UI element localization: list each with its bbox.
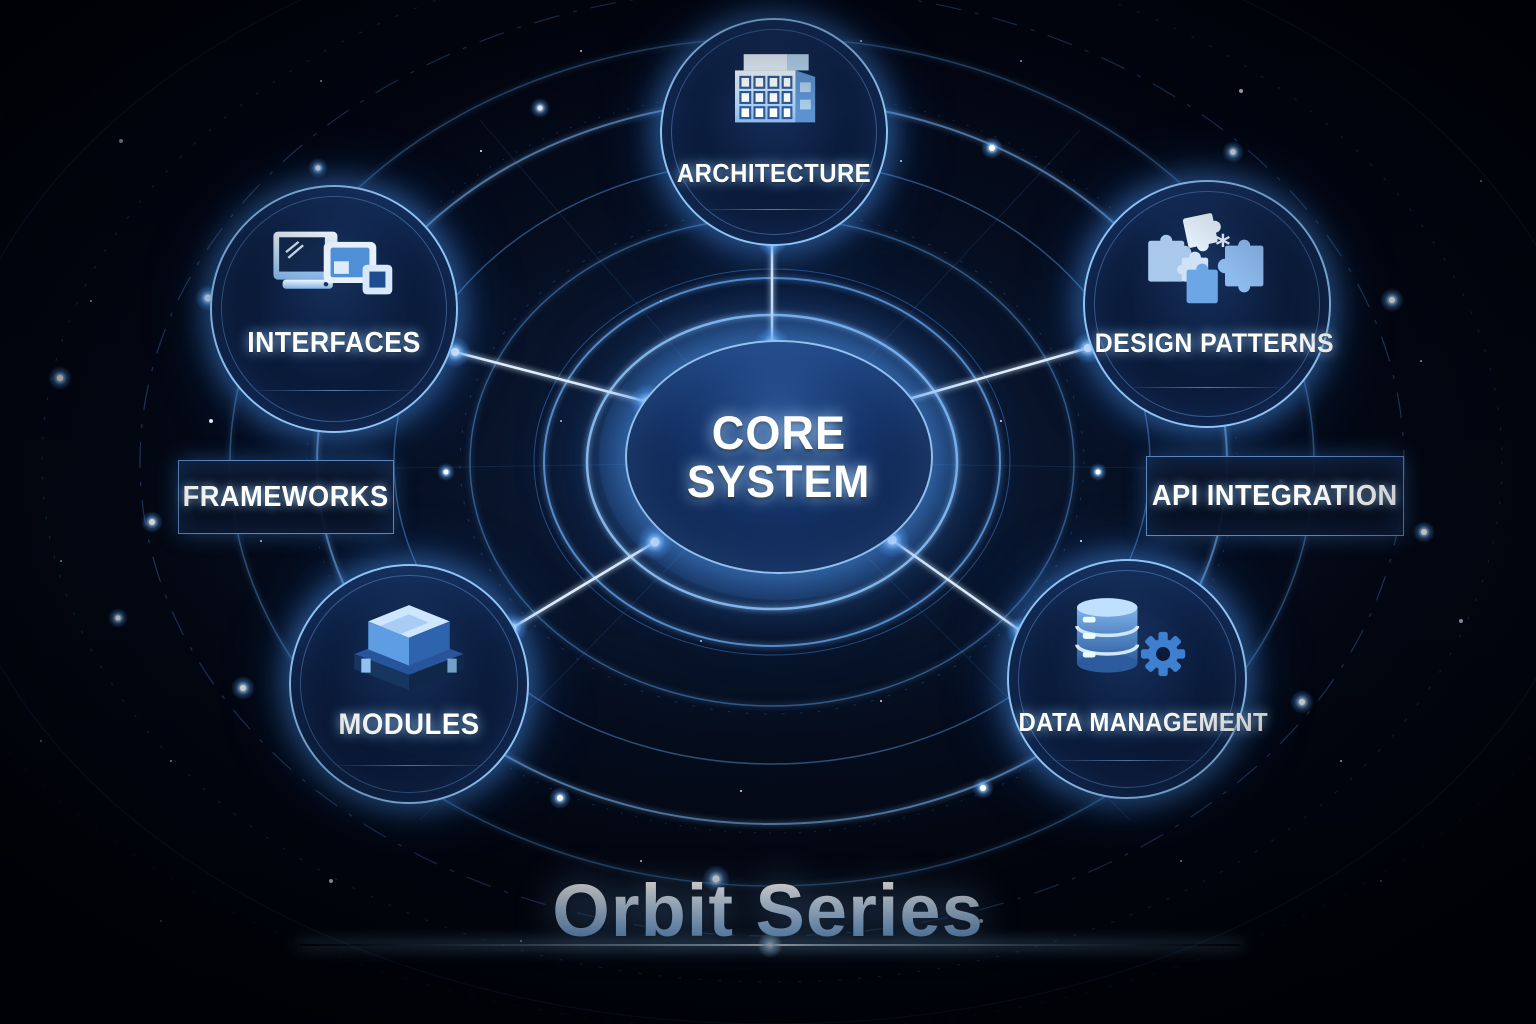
node-divider <box>697 209 851 210</box>
stacked-boxes-icon <box>345 600 473 699</box>
title-flare <box>300 944 1240 946</box>
node-label: ARCHITECTURE <box>676 158 872 188</box>
node-interfaces: INTERFACES <box>210 185 458 433</box>
node-divider <box>328 765 490 766</box>
node-label: DATA MANAGEMENT <box>1018 707 1269 737</box>
panel-label: FRAMEWORKS <box>182 480 390 513</box>
devices-icon <box>271 227 397 312</box>
node-design-patterns: * DESIGN PATTERNS <box>1083 180 1334 428</box>
core-label-line1: CORE <box>711 406 847 460</box>
node-label: DESIGN PATTERNS <box>1094 328 1334 358</box>
node-divider <box>251 390 417 391</box>
node-architecture: ARCHITECTURE <box>660 18 888 246</box>
building-icon <box>719 52 829 135</box>
panel-frameworks: FRAMEWORKS <box>178 460 394 534</box>
star-field <box>0 0 2 2</box>
node-label: INTERFACES <box>247 327 421 359</box>
core-label-line2: SYSTEM <box>687 456 871 508</box>
core-system-node: CORE SYSTEM <box>625 340 933 574</box>
node-data-management: DATA MANAGEMENT <box>1007 559 1269 799</box>
puzzle-icon: * <box>1141 212 1273 313</box>
panel-api-integration: API INTEGRATION <box>1146 456 1404 536</box>
database-gear-icon <box>1063 593 1191 692</box>
node-modules: MODULES <box>289 564 529 804</box>
panel-label: API INTEGRATION <box>1152 479 1398 512</box>
node-divider <box>1046 760 1208 761</box>
svg-text:*: * <box>1215 228 1230 262</box>
node-label: MODULES <box>338 708 480 741</box>
node-divider <box>1124 387 1290 388</box>
